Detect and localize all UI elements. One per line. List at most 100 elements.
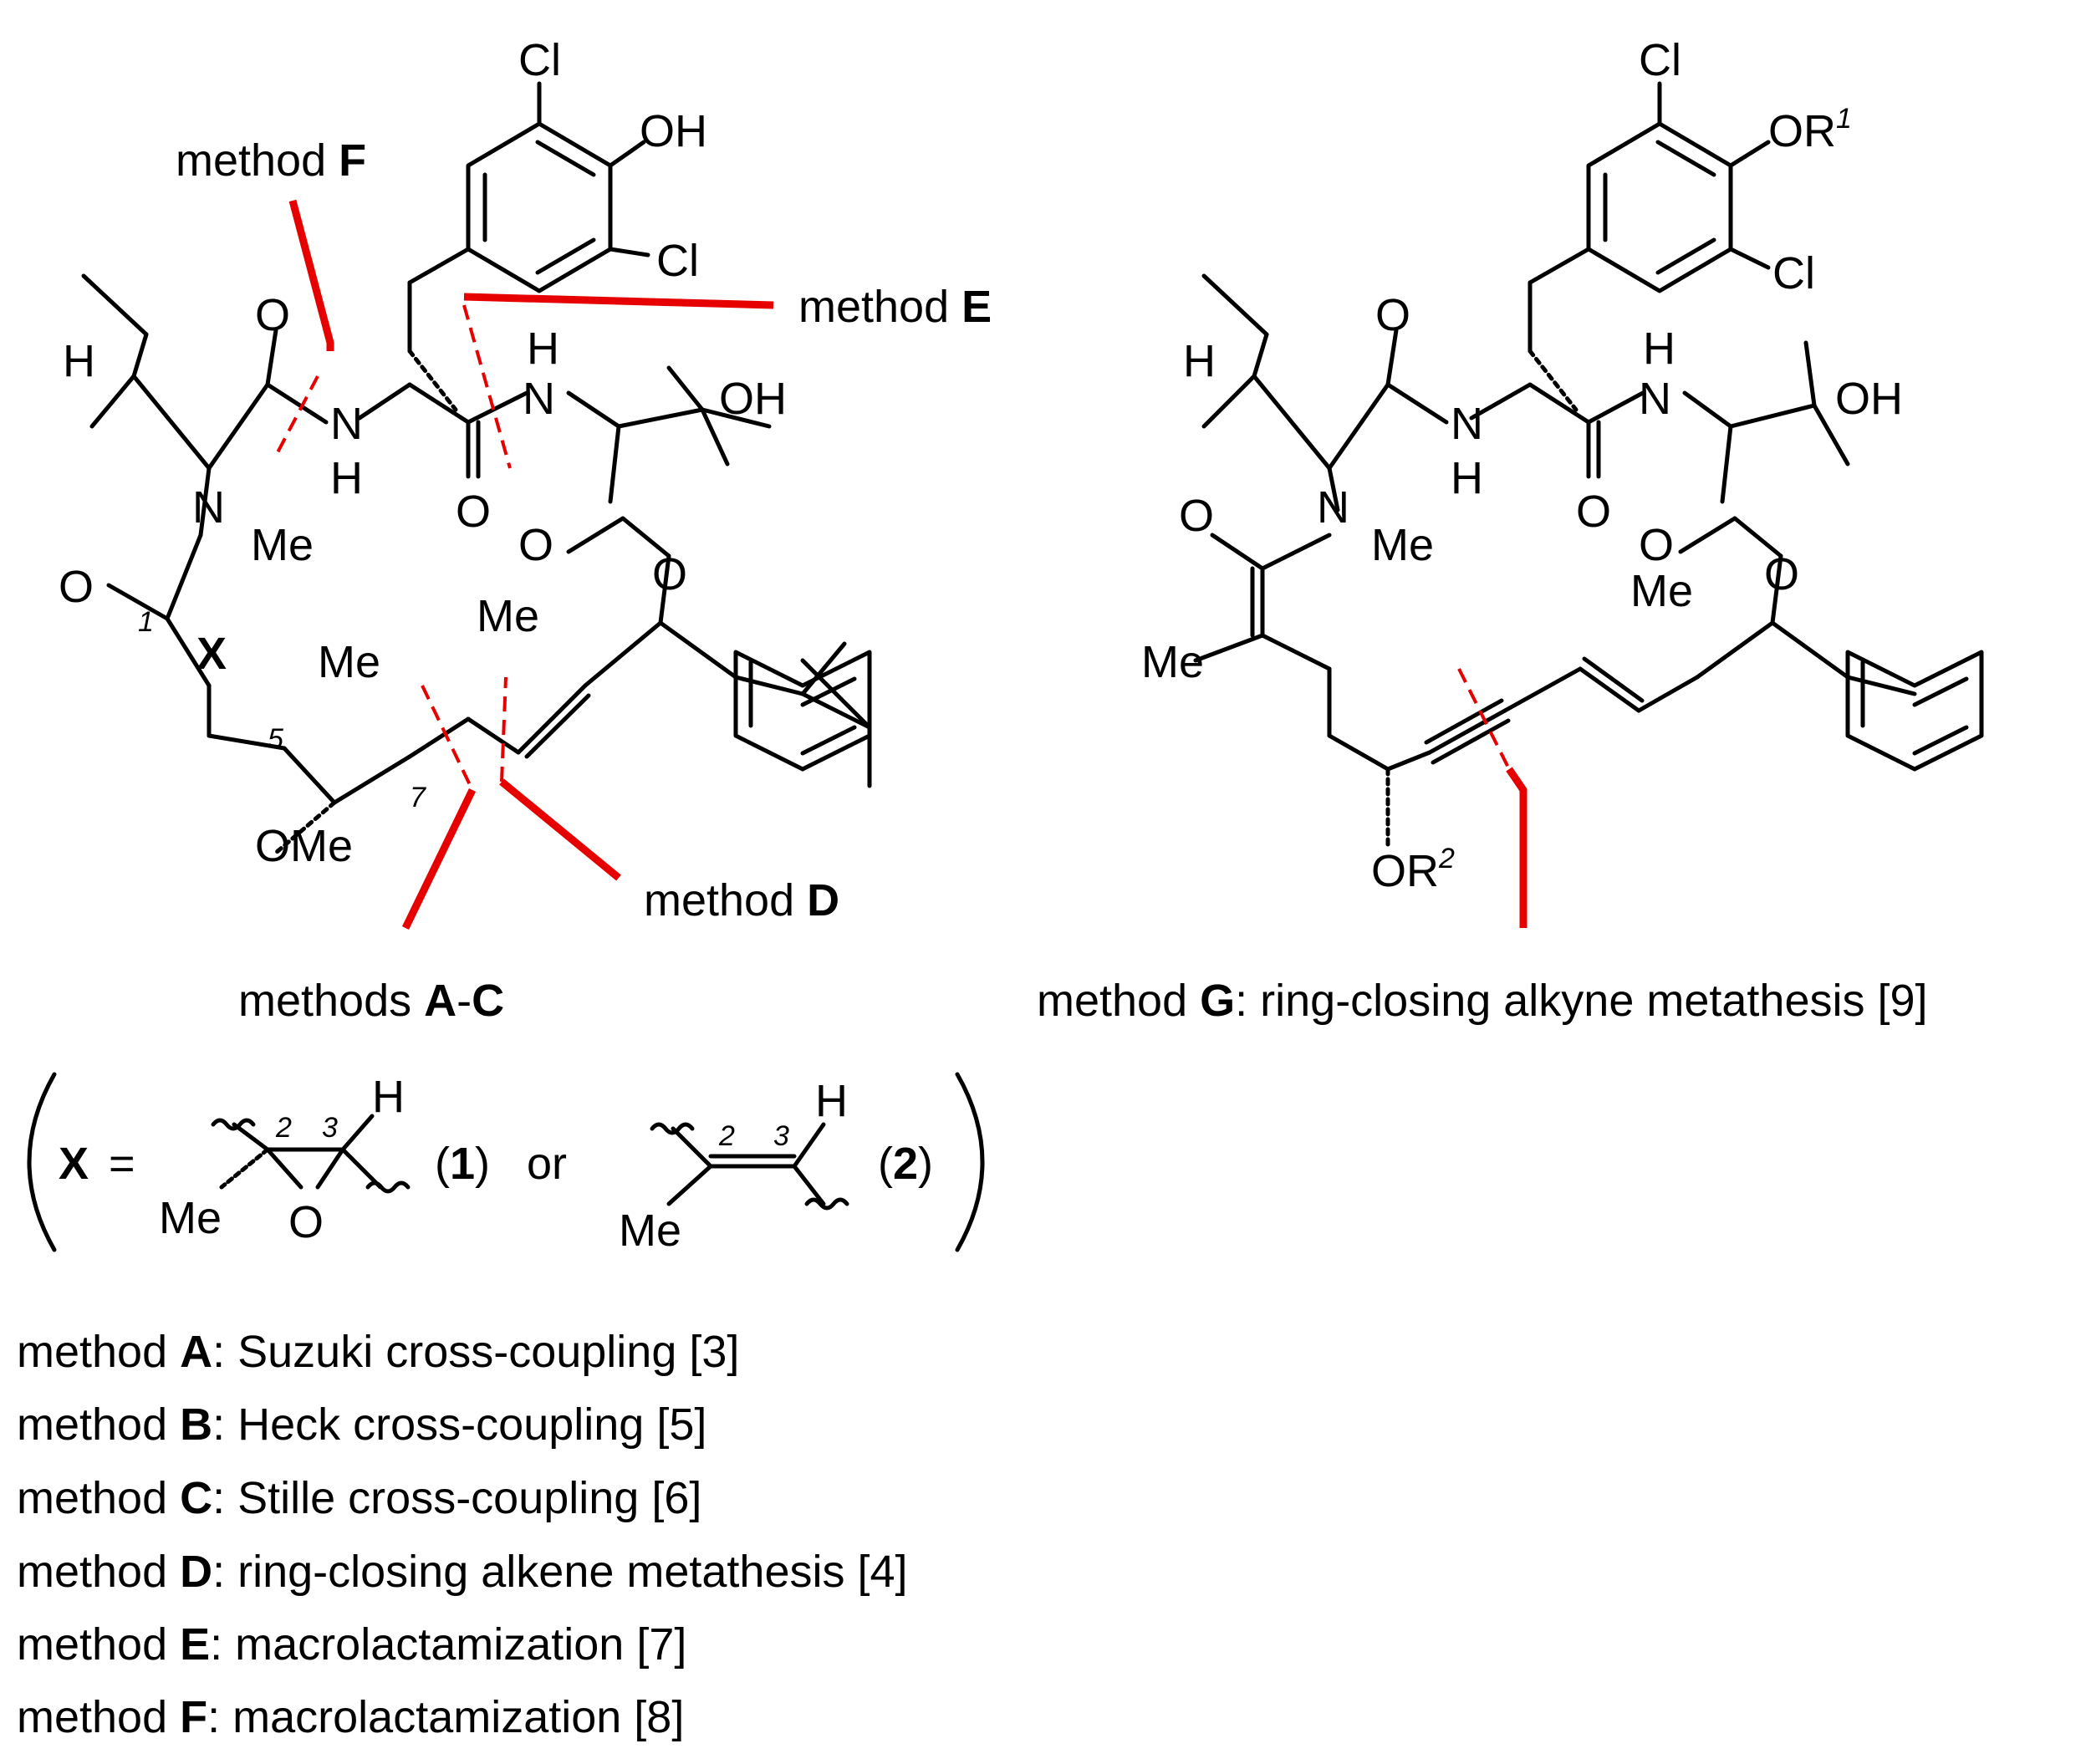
caption-method-e-prefix: method xyxy=(798,282,961,332)
alkene-locant-2: 2 xyxy=(718,1120,735,1152)
list-prefix: method xyxy=(17,1399,180,1450)
list-desc: : macrolactamization [8] xyxy=(207,1692,684,1742)
list-desc: : Stille cross-coupling [6] xyxy=(212,1473,701,1523)
list-letter: D xyxy=(180,1547,212,1597)
epoxide-h: H xyxy=(372,1072,405,1122)
right-or1-sup: 1 xyxy=(1836,103,1852,135)
left-nh-a-n: N xyxy=(330,399,363,449)
caption-method-f: method F xyxy=(176,135,366,186)
caption-method-g: method G: ring-closing alkyne metathesis… xyxy=(1037,976,1928,1026)
left-me-c8: Me xyxy=(477,591,539,641)
compound-1-open: ( xyxy=(435,1139,450,1189)
list-letter: C xyxy=(180,1473,212,1523)
list-prefix: method xyxy=(17,1619,180,1670)
left-oh-tert: OH xyxy=(719,374,787,424)
left-cl-right: Cl xyxy=(656,236,699,286)
right-or2: OR2 xyxy=(1371,843,1455,896)
x-def-equals: = xyxy=(109,1139,135,1189)
epoxide-me: Me xyxy=(159,1193,222,1243)
compound-2-close: ) xyxy=(918,1139,933,1189)
right-phenyl-ring xyxy=(1845,650,1984,772)
left-me-n: Me xyxy=(251,520,314,570)
left-o-ester-ring: O xyxy=(652,549,687,599)
left-o-carbonyl-b: O xyxy=(456,487,491,537)
list-letter: B xyxy=(180,1399,212,1450)
list-desc: : Heck cross-coupling [5] xyxy=(212,1399,706,1450)
right-nh-a-h: H xyxy=(1451,453,1483,503)
list-prefix: method xyxy=(17,1692,180,1742)
left-phenyl-ring xyxy=(733,650,872,772)
caption-method-f-prefix: method xyxy=(176,135,339,186)
list-letter: F xyxy=(180,1692,207,1742)
right-or2-text: OR xyxy=(1371,846,1439,896)
list-prefix: method xyxy=(17,1547,180,1597)
left-o-carbonyl-a: O xyxy=(255,290,290,340)
left-me-c6: Me xyxy=(318,637,380,687)
caption-methods-ac-a: A xyxy=(424,976,456,1026)
left-backbone xyxy=(81,273,872,855)
right-me-c8: Me xyxy=(1630,566,1693,616)
right-cl-right: Cl xyxy=(1772,248,1815,298)
compound-2-open: ( xyxy=(878,1139,893,1189)
caption-method-e-letter: E xyxy=(961,282,992,332)
right-or1: OR1 xyxy=(1768,103,1852,156)
right-nh-a-n: N xyxy=(1451,399,1483,449)
list-desc: : Suzuki cross-coupling [3] xyxy=(212,1327,739,1377)
right-or2-sup: 2 xyxy=(1438,843,1455,874)
left-n-methyl: N xyxy=(192,482,225,533)
left-x-label: X xyxy=(196,629,227,679)
caption-method-g-prefix: method xyxy=(1037,976,1200,1026)
right-structure: Cl OR1 Cl H O N H H N OH O O N Me O O Me… xyxy=(1037,35,1984,1026)
list-desc: : macrolactamization [7] xyxy=(210,1619,686,1670)
left-nh-b-h: H xyxy=(527,324,559,374)
methods-list-item: method D: ring-closing alkene metathesis… xyxy=(17,1547,908,1597)
alkene-me: Me xyxy=(619,1206,681,1256)
compound-1-label: (1) xyxy=(435,1139,490,1189)
caption-method-e: method E xyxy=(798,282,992,332)
caption-methods-ac-prefix: methods xyxy=(238,976,424,1026)
right-backbone xyxy=(1193,273,1917,851)
left-aryl-ring xyxy=(407,81,650,293)
left-structure: Cl OH Cl H O N H H N OH O N Me O O O X M… xyxy=(59,35,992,1026)
caption-method-d-letter: D xyxy=(807,875,839,925)
right-me-vinyl: Me xyxy=(1141,637,1204,687)
list-prefix: method xyxy=(17,1327,180,1377)
left-locant-1: 1 xyxy=(138,606,154,638)
epoxide-o: O xyxy=(288,1197,324,1247)
alkene-fragment xyxy=(650,1122,849,1211)
right-nh-b-h: H xyxy=(1643,324,1675,374)
methods-list: method A: Suzuki cross-coupling [3] meth… xyxy=(17,1327,908,1742)
right-nh-b-n: N xyxy=(1639,374,1671,424)
list-desc: : ring-closing alkene metathesis [4] xyxy=(212,1547,907,1597)
epoxide-locant-2: 2 xyxy=(275,1112,292,1144)
compound-2-num: 2 xyxy=(893,1139,918,1189)
alkene-h: H xyxy=(815,1076,848,1126)
left-ome: OMe xyxy=(255,821,353,871)
right-o-ester: O xyxy=(1764,549,1799,599)
compound-1-close: ) xyxy=(475,1139,490,1189)
caption-method-d-prefix: method xyxy=(644,875,807,925)
list-letter: A xyxy=(180,1327,212,1377)
right-cl-top: Cl xyxy=(1639,35,1681,85)
left-o-ester: O xyxy=(518,520,553,570)
caption-method-d: method D xyxy=(644,875,839,925)
caption-methods-ac-dash: - xyxy=(456,976,472,1026)
x-definition: X = H Me O 2 3 (1) or xyxy=(27,1072,985,1256)
left-nh-b-n: N xyxy=(523,374,555,424)
left-locant-7: 7 xyxy=(410,782,426,813)
right-aryl-ring xyxy=(1528,81,1771,293)
caption-methods-a-c: methods A-C xyxy=(238,976,504,1026)
right-o-carbonyl-a: O xyxy=(1375,290,1410,340)
left-paren xyxy=(27,1072,57,1252)
caption-methods-ac-c: C xyxy=(472,976,504,1026)
left-locant-5: 5 xyxy=(268,723,283,755)
alkene-locant-3: 3 xyxy=(773,1120,789,1152)
epoxide-fragment xyxy=(211,1114,411,1194)
compound-1-num: 1 xyxy=(450,1139,475,1189)
left-cl-top: Cl xyxy=(518,35,561,85)
methods-list-item: method C: Stille cross-coupling [6] xyxy=(17,1473,701,1523)
left-h-stereo: H xyxy=(63,336,95,386)
x-def-or: or xyxy=(527,1139,567,1189)
right-o-amide: O xyxy=(1179,491,1214,541)
